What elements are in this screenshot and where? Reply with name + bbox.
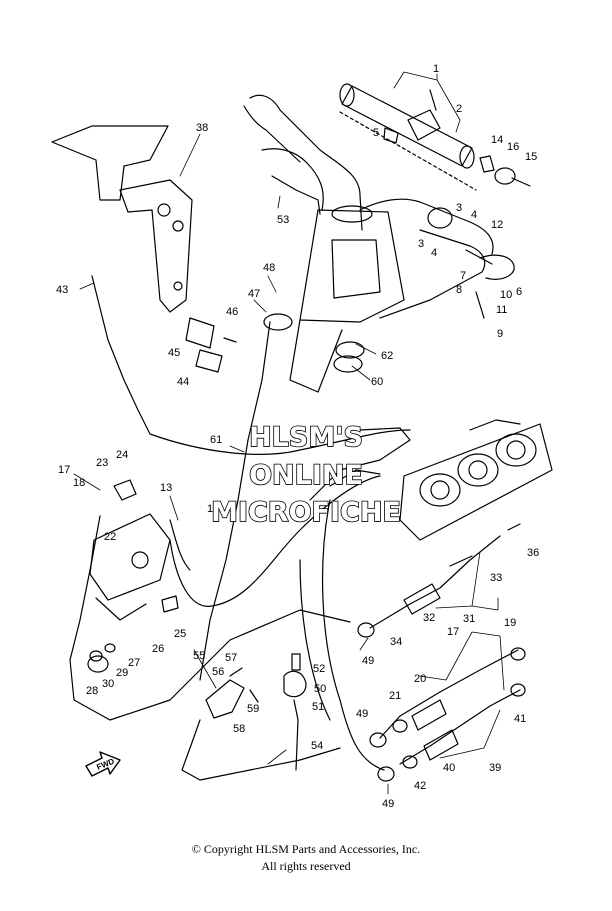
callout-17b: 17 (447, 626, 459, 638)
callout-33: 33 (490, 572, 502, 584)
callout-52: 52 (313, 663, 325, 675)
callout-27: 27 (128, 657, 140, 669)
callout-13: 13 (160, 482, 172, 494)
callout-39: 39 (489, 762, 501, 774)
callout-59: 59 (247, 703, 259, 715)
callout-49a: 49 (362, 655, 374, 667)
callout-24: 24 (116, 449, 128, 461)
callout-3b: 3 (418, 238, 424, 250)
callout-numbers: 1 2 3 3 4 4 5 6 7 8 9 10 11 12 13 14 15 … (56, 63, 539, 810)
callout-19: 19 (504, 617, 516, 629)
callout-32: 32 (423, 612, 435, 624)
callout-54: 54 (311, 740, 323, 752)
callout-4b: 4 (431, 247, 437, 259)
steering-column (263, 205, 515, 393)
callout-31: 31 (463, 613, 475, 625)
callout-20: 20 (414, 673, 426, 685)
callout-43: 43 (56, 284, 68, 296)
lower-cables (299, 499, 526, 782)
callout-23: 23 (96, 457, 108, 469)
cable-61 (199, 321, 271, 681)
watermark-line3: MICROFICHE (211, 497, 401, 528)
callout-61: 61 (210, 434, 222, 446)
callout-7: 7 (460, 270, 466, 282)
shift-mechanism (69, 475, 381, 721)
callout-leaders (73, 71, 505, 795)
callout-45: 45 (168, 347, 180, 359)
callout-51: 51 (312, 701, 324, 713)
callout-42: 42 (414, 780, 426, 792)
callout-21: 21 (389, 690, 401, 702)
watermark-line2: ONLINE (249, 460, 363, 491)
callout-14: 14 (491, 134, 503, 146)
callout-15: 15 (525, 151, 537, 163)
callout-30: 30 (102, 678, 114, 690)
watermark: HLSM'S ONLINE MICROFICHE (210, 421, 401, 529)
callout-46: 46 (226, 306, 238, 318)
callout-1: 1 (433, 63, 439, 75)
callout-18a: 18 (73, 477, 85, 489)
callout-8: 8 (456, 284, 462, 296)
callout-44: 44 (177, 376, 189, 388)
handlebar (243, 94, 494, 319)
watermark-line1: HLSM'S (249, 422, 363, 453)
callout-60: 60 (371, 376, 383, 388)
callout-5: 5 (373, 127, 379, 139)
throttle-cable (91, 275, 411, 455)
handlebar-grip-assembly (339, 83, 531, 191)
clip-bracket-group (181, 653, 341, 781)
callout-49c: 49 (382, 798, 394, 810)
cable-53 (271, 175, 321, 215)
callout-56: 56 (212, 666, 224, 678)
callout-2: 2 (456, 103, 462, 115)
callout-55: 55 (193, 650, 205, 662)
callout-18b: 18 (207, 503, 219, 515)
callout-38: 38 (196, 122, 208, 134)
callout-47: 47 (248, 288, 260, 300)
callout-40: 40 (443, 762, 455, 774)
footer-rights: All rights reserved (261, 859, 351, 873)
callout-10: 10 (500, 289, 512, 301)
callout-22: 22 (104, 531, 116, 543)
callout-53: 53 (277, 214, 289, 226)
callout-48: 48 (263, 262, 275, 274)
callout-29: 29 (116, 667, 128, 679)
footer-copyright: © Copyright HLSM Parts and Accessories, … (191, 842, 421, 856)
callout-58: 58 (233, 723, 245, 735)
throttle-lever (51, 125, 237, 373)
callout-12: 12 (491, 219, 503, 231)
callout-9: 9 (497, 328, 503, 340)
callout-17a: 17 (58, 464, 70, 476)
callout-4a: 4 (471, 209, 477, 221)
callout-16: 16 (507, 141, 519, 153)
carburetor-assembly (309, 419, 553, 541)
callout-36: 36 (527, 547, 539, 559)
callout-57: 57 (225, 652, 237, 664)
callout-49b: 49 (356, 708, 368, 720)
callout-11: 11 (496, 304, 507, 316)
callout-62: 62 (381, 350, 393, 362)
callout-28: 28 (86, 685, 98, 697)
fwd-arrow (85, 751, 121, 777)
callout-41: 41 (514, 713, 526, 725)
callout-6: 6 (516, 286, 522, 298)
callout-26: 26 (152, 643, 164, 655)
callout-34: 34 (390, 636, 402, 648)
callout-3a: 3 (456, 202, 462, 214)
callout-25: 25 (174, 628, 186, 640)
callout-50: 50 (314, 683, 326, 695)
